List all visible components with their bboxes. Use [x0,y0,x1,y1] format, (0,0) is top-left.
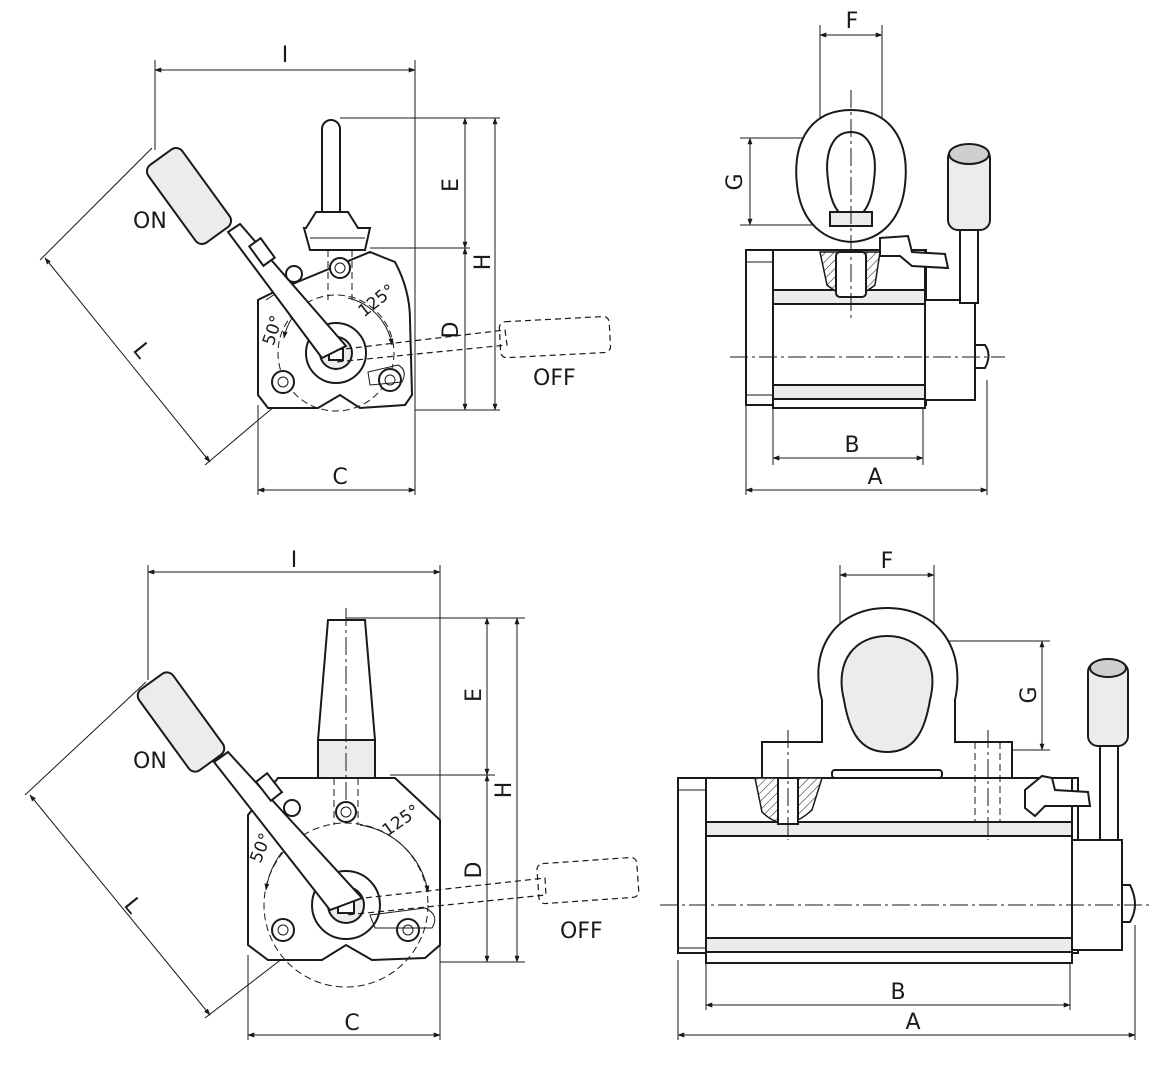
label-d-top: D [439,322,464,339]
label-a-top: A [867,465,882,490]
magnet-body-large [247,777,441,962]
label-off-bottom: OFF [560,919,603,944]
label-off-top: OFF [533,366,576,391]
view-large-front: F G B A [660,549,1150,1040]
view-small-side: I C E D H L ON OFF 50° 125° [39,43,612,495]
label-h-bottom: H [492,782,517,799]
label-g-bottom: G [1017,686,1042,703]
view-large-side: I C E D H L ON OFF 50° 125° [24,548,640,1040]
view-small-front: F G B A [723,9,1005,495]
label-e-top: E [439,178,464,192]
dim-line-l-bottom [29,794,211,1016]
label-l-top: L [127,338,155,364]
label-f-bottom: F [881,549,894,574]
label-e-bottom: E [462,688,487,702]
label-c-top: C [332,465,347,490]
label-f-top: F [846,9,859,34]
label-d-bottom: D [462,862,487,879]
label-l-bottom: L [118,893,146,919]
label-g-top: G [723,173,748,190]
label-on-bottom: ON [133,749,167,774]
dim-line-l-top [44,257,211,463]
label-c-bottom: C [344,1011,359,1036]
label-h-top: H [471,254,496,271]
label-a-bottom: A [905,1010,920,1035]
label-b-top: B [844,433,859,458]
label-i-top: I [282,43,289,68]
label-b-bottom: B [890,980,905,1005]
label-on-top: ON [133,209,167,234]
label-i-bottom: I [291,548,298,573]
